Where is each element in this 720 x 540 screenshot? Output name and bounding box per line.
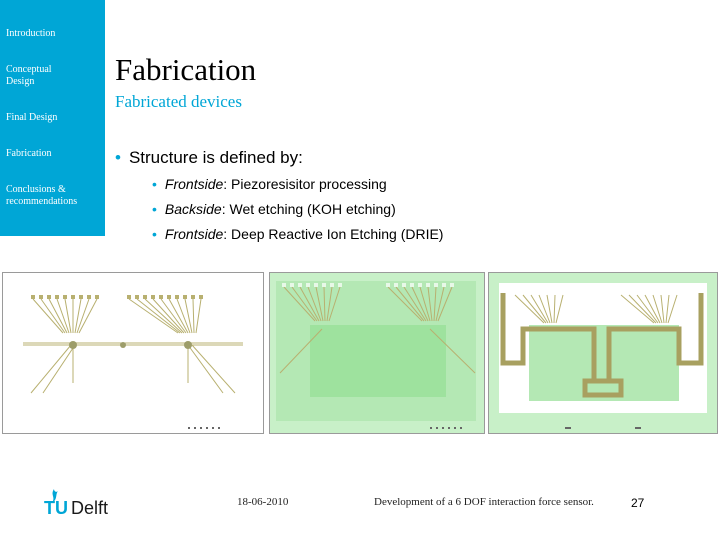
sidebar-item-conclusions[interactable]: Conclusions & recommendations xyxy=(6,184,78,207)
footer-presentation-title: Development of a 6 DOF interaction force… xyxy=(374,496,594,508)
footer-page-number: 27 xyxy=(631,496,645,510)
main-bullet: • Structure is defined by: xyxy=(115,148,303,168)
bullet-dot-icon: • xyxy=(152,201,157,217)
sidebar-item-introduction[interactable]: Introduction xyxy=(6,28,56,39)
slide-title: Fabrication xyxy=(115,52,257,87)
sidebar: Introduction Conceptual Design Final Des… xyxy=(0,0,105,236)
sub-bullet-text: : Wet etching (KOH etching) xyxy=(221,201,396,217)
sub-bullet-term: Frontside xyxy=(164,226,224,242)
device-image-drie xyxy=(488,272,718,434)
footer-date: 18-06-2010 xyxy=(237,496,289,508)
sub-bullet-term: Frontside xyxy=(164,176,224,192)
sidebar-item-fabrication[interactable]: Fabrication xyxy=(6,148,52,159)
bullet-dot-icon: • xyxy=(152,176,157,192)
sub-bullet: • Backside: Wet etching (KOH etching) xyxy=(152,201,396,217)
sidebar-item-final-design[interactable]: Final Design xyxy=(6,112,58,123)
sub-bullet: • Frontside: Deep Reactive Ion Etching (D… xyxy=(152,226,443,242)
bullet-dot-icon: • xyxy=(152,226,157,242)
tudelft-logo: TU Delft xyxy=(42,487,132,518)
slide-subtitle: Fabricated devices xyxy=(115,92,242,111)
bullet-dot-icon: • xyxy=(115,148,121,167)
device-layout-drie xyxy=(489,273,717,433)
main-bullet-text: Structure is defined by: xyxy=(128,148,303,167)
sub-bullet: • Frontside: Piezoresisitor processing xyxy=(152,176,387,192)
device-layout-backside xyxy=(270,273,484,433)
svg-text:TU: TU xyxy=(44,498,68,517)
device-image-frontside xyxy=(2,272,264,434)
svg-text:Delft: Delft xyxy=(71,498,108,517)
sub-bullet-text: : Deep Reactive Ion Etching (DRIE) xyxy=(223,226,444,242)
sub-bullet-term: Backside xyxy=(164,201,222,217)
device-image-backside xyxy=(269,272,485,434)
sidebar-item-conceptual-design[interactable]: Conceptual Design xyxy=(6,64,52,87)
footer-divider xyxy=(0,478,720,479)
device-layout-frontside xyxy=(23,295,243,429)
tudelft-flame-logo-icon: TU Delft xyxy=(44,489,108,518)
sub-bullet-text: : Piezoresisitor processing xyxy=(223,176,387,192)
